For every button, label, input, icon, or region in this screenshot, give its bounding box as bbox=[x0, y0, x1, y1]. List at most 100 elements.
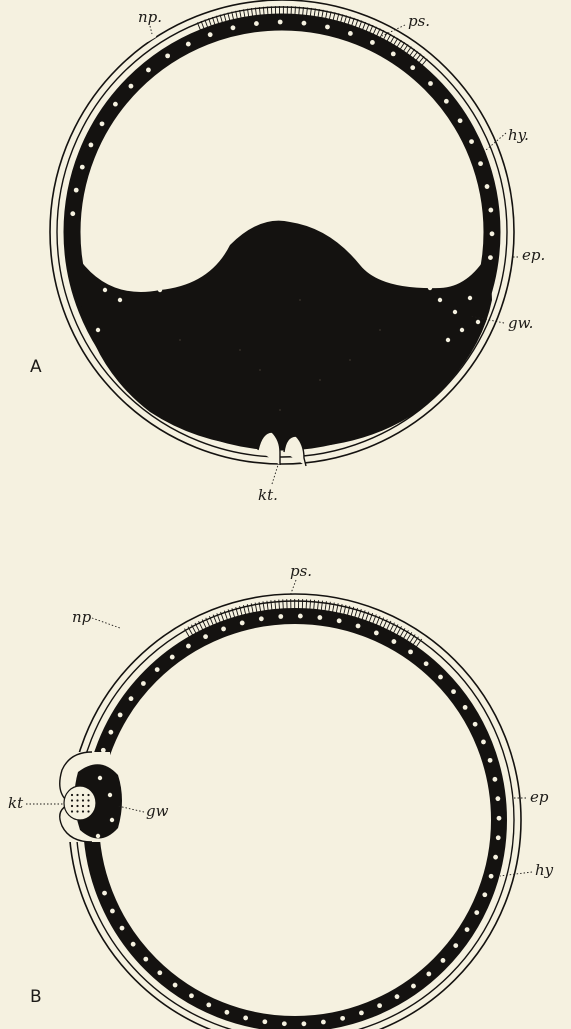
figure-a-nucleus-dot bbox=[186, 42, 191, 47]
figure-b-kt-cell bbox=[82, 805, 84, 807]
figure-b-kt-cell bbox=[82, 810, 84, 812]
figure-b-nucleus-dot bbox=[173, 983, 178, 988]
figure-b-nucleus-dot bbox=[131, 942, 136, 947]
figure-b-nucleus-dot bbox=[96, 834, 100, 838]
figure-a-nucleus-dot bbox=[476, 320, 480, 324]
figure-b-nucleus-dot bbox=[278, 614, 283, 619]
figure-b-hypoblast-ring bbox=[91, 616, 499, 1024]
figure-b-hatch-line bbox=[306, 599, 307, 610]
figure-b-nucleus-dot bbox=[438, 675, 443, 680]
figure-a-nucleus-dot bbox=[80, 165, 85, 170]
figure-b-kt-cell bbox=[87, 805, 89, 807]
figure-a-nucleus-dot bbox=[428, 81, 433, 86]
figure-a-nucleus-dot bbox=[74, 188, 79, 193]
figure-b-kt-cell bbox=[71, 794, 73, 796]
figure-b-nucleus-dot bbox=[120, 926, 125, 931]
figure-b-nucleus-dot bbox=[374, 631, 379, 636]
figure-b-kt-cluster bbox=[64, 786, 96, 820]
figure-b-kt-cell bbox=[87, 794, 89, 796]
figure-b-kt-cell bbox=[76, 805, 78, 807]
figure-a-hatch-line bbox=[412, 51, 418, 59]
figure-b-nucleus-dot bbox=[170, 655, 175, 660]
figure-a-speckle bbox=[319, 379, 321, 381]
figure-a-nucleus-dot bbox=[165, 53, 170, 58]
figure-a-hatch-line bbox=[406, 47, 412, 55]
figure-a-nucleus-dot bbox=[458, 118, 463, 123]
figure-a-label-hy: hy. bbox=[508, 126, 529, 144]
figure-b-nucleus-dot bbox=[451, 689, 456, 694]
figure-a-nucleus-dot bbox=[490, 231, 495, 236]
figure-a-speckle bbox=[299, 299, 301, 301]
figure-b-nucleus-dot bbox=[488, 758, 493, 763]
figure-a-nucleus-dot bbox=[469, 139, 474, 144]
figure-a-label-ep: ep. bbox=[522, 246, 545, 264]
figure-a-nucleus-dot bbox=[278, 20, 283, 25]
figure-b-label-ps: ps. bbox=[290, 562, 312, 580]
figure-a-speckle bbox=[349, 359, 351, 361]
figure-a-nucleus-dot bbox=[348, 31, 353, 36]
figure-b-leader-hy bbox=[500, 872, 532, 876]
figure-b-nucleus-dot bbox=[189, 993, 194, 998]
figure-a-speckle bbox=[279, 409, 281, 411]
figure-b-nucleus-dot bbox=[392, 639, 397, 644]
figure-b-nucleus-dot bbox=[298, 614, 303, 619]
figure-a-nucleus-dot bbox=[446, 338, 450, 342]
figure-b-kt-cell bbox=[71, 799, 73, 801]
figure-b-nucleus-dot bbox=[340, 1016, 345, 1021]
figure-a-hatch-line bbox=[421, 59, 427, 67]
figure-b-nucleus-dot bbox=[155, 667, 160, 672]
figure-b-outer-membrane bbox=[69, 594, 521, 1029]
figure-a-nucleus-dot bbox=[485, 184, 490, 189]
figure-a-nucleus-dot bbox=[468, 296, 472, 300]
figure-a-nucleus-dot bbox=[453, 310, 457, 314]
figure-b-kt-cell bbox=[71, 810, 73, 812]
figure-b-nucleus-dot bbox=[465, 927, 470, 932]
figure-a-nucleus-dot bbox=[89, 143, 94, 148]
figure-b-nucleus-dot bbox=[424, 661, 429, 666]
figure-b-nucleus-dot bbox=[377, 1003, 382, 1008]
figure-b-nucleus-dot bbox=[143, 957, 148, 962]
figure-a-nucleus-dot bbox=[391, 52, 396, 57]
figure-a-nucleus-dot bbox=[103, 288, 107, 292]
figure-b-nucleus-dot bbox=[359, 1010, 364, 1015]
figure-b-hatch-line bbox=[283, 599, 284, 610]
figure-a-yolk-mass bbox=[80, 221, 492, 448]
figure-b-nucleus-dot bbox=[118, 713, 123, 718]
figure-b-nucleus-dot bbox=[203, 634, 208, 639]
figure-b-nucleus-dot bbox=[240, 621, 245, 626]
figure-a-hatch-line bbox=[415, 54, 421, 62]
figure-a-nucleus-dot bbox=[254, 21, 259, 26]
figure-a-nucleus-dot bbox=[428, 286, 432, 290]
figure-b-nucleus-dot bbox=[453, 943, 458, 948]
figure-a-leader-ps bbox=[382, 25, 405, 36]
figure-b-kt-cell bbox=[76, 810, 78, 812]
figure-b-label-np: np bbox=[72, 608, 92, 626]
figure-a-hatch-line bbox=[418, 56, 424, 64]
figure-b-nucleus-dot bbox=[101, 748, 106, 753]
figure-b-nucleus-dot bbox=[301, 1021, 306, 1026]
figure-b-label-ep: ep bbox=[530, 788, 549, 806]
figure-b-label-hy: hy bbox=[535, 861, 554, 879]
figure-b-nucleus-dot bbox=[411, 984, 416, 989]
figure-b-nucleus-dot bbox=[497, 816, 502, 821]
figure-a-hatch-line bbox=[399, 42, 404, 50]
figure-b-nucleus-dot bbox=[356, 624, 361, 629]
figure-a-nucleus-dot bbox=[460, 328, 464, 332]
figure-a-speckle bbox=[379, 329, 381, 331]
figure-b-leader-np bbox=[92, 618, 120, 628]
figure-a: A np. ps. hy. ep. gw. kt. bbox=[30, 0, 545, 504]
figure-b-leader-gw bbox=[118, 806, 144, 812]
figure-a-nucleus-dot bbox=[488, 208, 493, 213]
figure-a-speckle bbox=[179, 339, 181, 341]
figure-b-nucleus-dot bbox=[98, 776, 102, 780]
figure-a-hatch-line bbox=[295, 6, 296, 16]
figure-b-nucleus-dot bbox=[225, 1010, 230, 1015]
figure-a-speckle bbox=[239, 349, 241, 351]
figure-a-nucleus-dot bbox=[158, 288, 162, 292]
figure-b-nucleus-dot bbox=[317, 615, 322, 620]
figure-b-nucleus-dot bbox=[157, 970, 162, 975]
figure-a-nucleus-dot bbox=[146, 68, 151, 73]
figure-a-neural-plate-gap bbox=[144, 30, 157, 42]
